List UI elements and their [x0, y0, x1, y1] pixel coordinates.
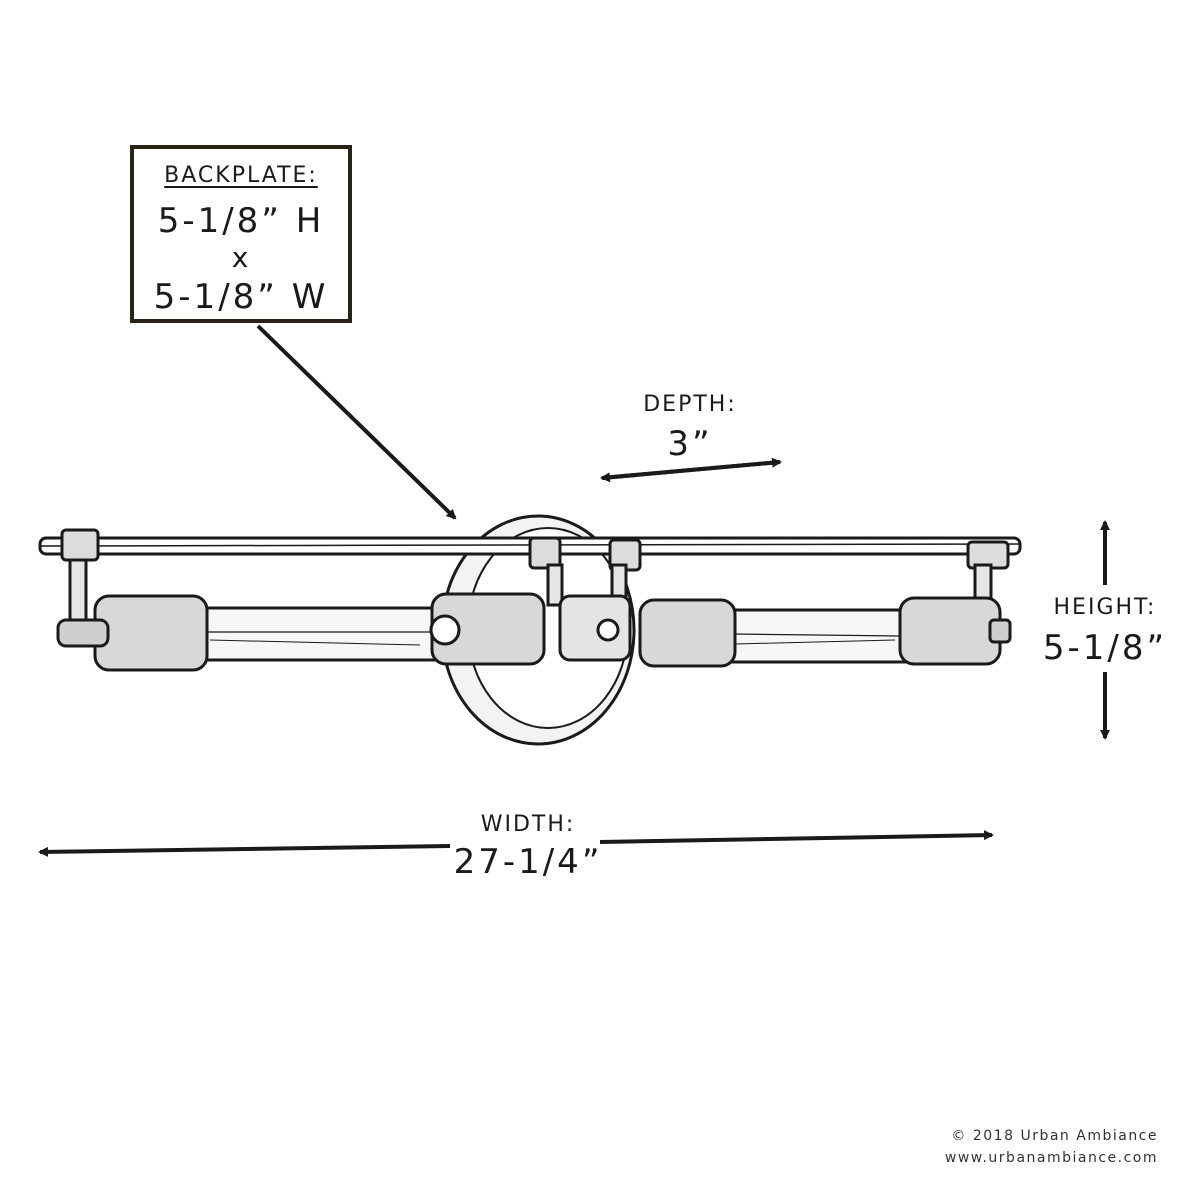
backplate-times-sign: x: [231, 241, 251, 274]
depth-arrow: [600, 457, 782, 483]
height-label: HEIGHT:: [1053, 595, 1157, 620]
backplate-title: BACKPLATE:: [164, 163, 318, 188]
light-fixture-sketch: [38, 514, 1022, 746]
copyright-text: © 2018 Urban Ambiance: [951, 1128, 1158, 1144]
depth-value: 3”: [667, 424, 713, 464]
width-arrow: [38, 830, 994, 857]
right-end-socket: [898, 596, 1002, 666]
center-right-socket: [638, 598, 737, 668]
left-glass-tube: [193, 606, 447, 662]
backplate-leader-arrow: [256, 324, 457, 520]
width-value: 27-1/4”: [453, 842, 603, 882]
backplate-callout-box: BACKPLATE: 5-1/8” H x 5-1/8” W: [130, 145, 352, 323]
backplate-height-value: 5-1/8” H: [157, 201, 325, 241]
depth-label: DEPTH:: [643, 392, 737, 417]
height-value: 5-1/8”: [1042, 628, 1168, 668]
left-end-socket: [93, 594, 209, 672]
backplate-width-value: 5-1/8” W: [153, 277, 329, 317]
width-label: WIDTH:: [480, 812, 576, 837]
website-url: www.urbanambiance.com: [944, 1150, 1158, 1166]
